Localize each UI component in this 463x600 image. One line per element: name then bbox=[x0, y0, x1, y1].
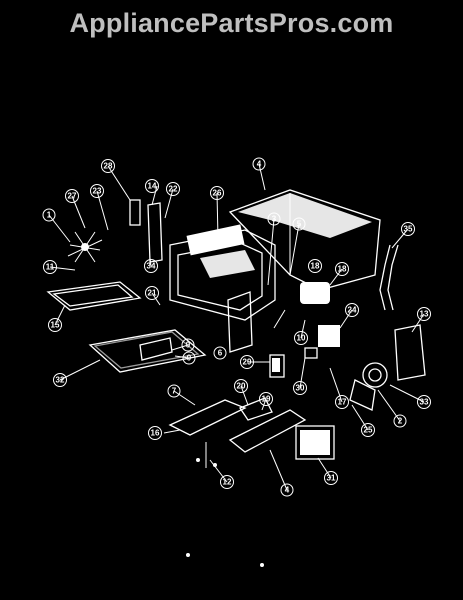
callout-labels: 1 11 15 32 27 23 28 14 22 34 21 9 9 26 4… bbox=[42, 157, 431, 497]
callout-5: 5 bbox=[292, 217, 306, 231]
callout-19: 19 bbox=[259, 392, 273, 406]
parts-drawing bbox=[46, 189, 426, 567]
svg-text:9: 9 bbox=[186, 341, 191, 350]
site-watermark: AppliancePartsPros.com bbox=[69, 8, 394, 38]
callout-22: 22 bbox=[166, 182, 180, 196]
svg-text:11: 11 bbox=[46, 263, 55, 272]
callout-34: 34 bbox=[144, 259, 158, 273]
svg-text:6: 6 bbox=[218, 349, 223, 358]
callout-31: 31 bbox=[324, 471, 338, 485]
svg-text:20: 20 bbox=[237, 382, 246, 391]
svg-text:33: 33 bbox=[420, 398, 429, 407]
callout-16: 16 bbox=[148, 426, 162, 440]
svg-text:18: 18 bbox=[311, 262, 320, 271]
svg-text:19: 19 bbox=[262, 395, 271, 404]
svg-text:17: 17 bbox=[338, 398, 347, 407]
callout-25: 25 bbox=[361, 423, 375, 437]
callout-11: 11 bbox=[43, 260, 57, 274]
svg-text:2: 2 bbox=[398, 417, 403, 426]
callout-13: 13 bbox=[417, 307, 431, 321]
svg-text:28: 28 bbox=[104, 162, 113, 171]
svg-text:16: 16 bbox=[151, 429, 160, 438]
callout-18-bottom: 18 bbox=[308, 259, 322, 273]
callout-29: 29 bbox=[240, 355, 254, 369]
svg-text:21: 21 bbox=[148, 289, 157, 298]
callout-26: 26 bbox=[210, 186, 224, 200]
callout-32: 32 bbox=[53, 373, 67, 387]
callout-18-top: 18 bbox=[335, 262, 349, 276]
svg-text:12: 12 bbox=[223, 478, 232, 487]
svg-text:4: 4 bbox=[257, 160, 262, 169]
callout-4-top: 4 bbox=[252, 157, 266, 171]
callout-20: 20 bbox=[234, 379, 248, 393]
svg-text:29: 29 bbox=[243, 358, 252, 367]
callout-35: 35 bbox=[401, 222, 415, 236]
svg-text:35: 35 bbox=[404, 225, 413, 234]
svg-text:4: 4 bbox=[285, 486, 290, 495]
svg-text:23: 23 bbox=[93, 187, 102, 196]
callout-9-top: 9 bbox=[181, 338, 195, 352]
svg-text:14: 14 bbox=[148, 182, 157, 191]
callout-6: 6 bbox=[213, 346, 227, 360]
svg-text:24: 24 bbox=[348, 306, 357, 315]
callout-24: 24 bbox=[345, 303, 359, 317]
callout-17: 17 bbox=[335, 395, 349, 409]
svg-text:15: 15 bbox=[51, 321, 60, 330]
callout-10: 10 bbox=[294, 331, 308, 345]
callout-1: 1 bbox=[42, 208, 56, 222]
svg-text:5: 5 bbox=[297, 220, 302, 229]
svg-text:13: 13 bbox=[420, 310, 429, 319]
callout-14: 14 bbox=[145, 179, 159, 193]
svg-text:25: 25 bbox=[364, 426, 373, 435]
callout-27: 27 bbox=[65, 189, 79, 203]
svg-text:3: 3 bbox=[272, 215, 277, 224]
callout-7: 7 bbox=[167, 384, 181, 398]
callout-28: 28 bbox=[101, 159, 115, 173]
callout-9-bottom: 9 bbox=[182, 351, 196, 365]
callout-3: 3 bbox=[267, 212, 281, 226]
svg-text:31: 31 bbox=[327, 474, 336, 483]
callout-15: 15 bbox=[48, 318, 62, 332]
callout-23: 23 bbox=[90, 184, 104, 198]
callout-12: 12 bbox=[220, 475, 234, 489]
leader-lines bbox=[48, 163, 425, 491]
svg-text:32: 32 bbox=[56, 376, 65, 385]
svg-text:9: 9 bbox=[187, 354, 192, 363]
callout-4-bottom: 4 bbox=[280, 483, 294, 497]
svg-text:27: 27 bbox=[68, 192, 77, 201]
svg-text:30: 30 bbox=[296, 384, 305, 393]
svg-text:34: 34 bbox=[147, 262, 156, 271]
svg-text:22: 22 bbox=[169, 185, 178, 194]
callout-33: 33 bbox=[417, 395, 431, 409]
callout-2: 2 bbox=[393, 414, 407, 428]
svg-text:18: 18 bbox=[338, 265, 347, 274]
svg-text:10: 10 bbox=[297, 334, 306, 343]
callout-21: 21 bbox=[145, 286, 159, 300]
svg-text:7: 7 bbox=[172, 387, 177, 396]
callout-30: 30 bbox=[293, 381, 307, 395]
svg-text:1: 1 bbox=[47, 211, 52, 220]
svg-text:26: 26 bbox=[213, 189, 222, 198]
